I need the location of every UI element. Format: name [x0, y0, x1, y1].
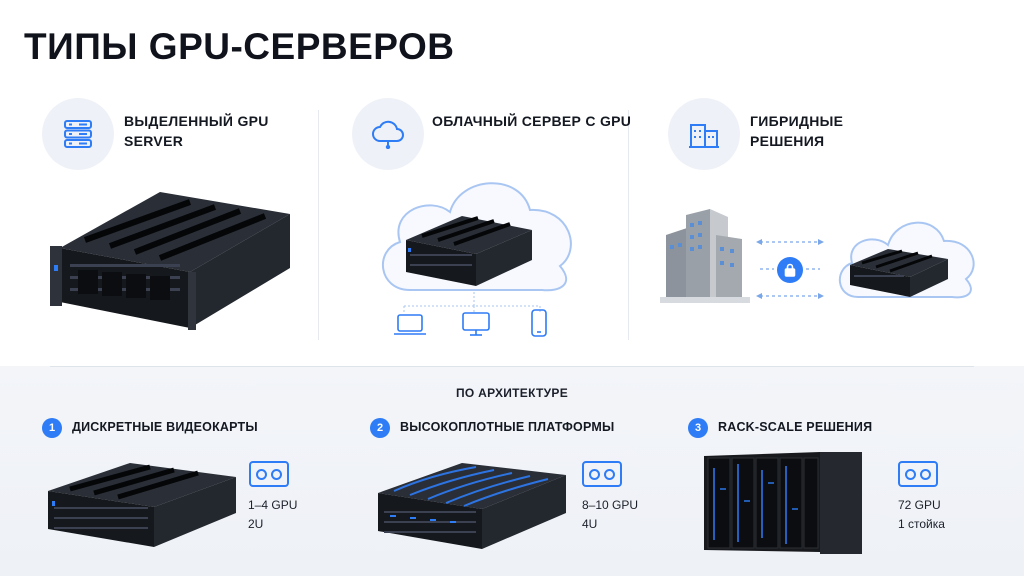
type-label-dedicated: ВЫДЕЛЕННЫЙ GPU SERVER [124, 113, 269, 149]
step-number-2: 2 [370, 418, 390, 438]
on-premise-buildings-image [660, 209, 750, 303]
page-title: ТИПЫ GPU-СЕРВЕРОВ [24, 26, 455, 67]
spec-form-factor: 4U [582, 517, 598, 531]
arch-label-discrete: ДИСКРЕТНЫЕ ВИДЕОКАРТЫ [72, 420, 258, 434]
section-divider [50, 366, 974, 367]
laptop-icon [394, 314, 426, 335]
arch-label-rack-scale: RACK-SCALE РЕШЕНИЯ [718, 420, 873, 434]
column-divider [628, 110, 629, 340]
spec-form-factor: 1 стойка [898, 517, 945, 531]
architecture-title: ПО АРХИТЕКТУРЕ [455, 386, 569, 400]
step-number-3: 3 [688, 418, 708, 438]
spec-form-factor: 2U [248, 517, 264, 531]
spec-gpu-count: 1–4 GPU [248, 498, 298, 512]
lock-icon [777, 257, 803, 283]
column-divider [318, 110, 319, 340]
spec-gpu-count: 8–10 GPU [582, 498, 639, 512]
phone-icon [531, 309, 547, 337]
type-label-cloud: ОБЛАЧНЫЙ СЕРВЕР С GPU [432, 113, 632, 129]
cloud-server-diagram [382, 182, 572, 314]
step-number-1: 1 [42, 418, 62, 438]
discrete-gpu-server-image [48, 463, 236, 547]
spec-gpu-count: 72 GPU [898, 498, 941, 512]
cloud-icon [352, 98, 424, 170]
gpu-card-icon [898, 461, 938, 487]
server-stack-icon [42, 98, 114, 170]
secure-link-arrows [756, 239, 824, 299]
hybrid-cloud-server-image [838, 221, 975, 299]
type-label-hybrid: ГИБРИДНЫЕ РЕШЕНИЯ [750, 113, 844, 149]
dedicated-server-image [50, 192, 290, 330]
buildings-icon [668, 98, 740, 170]
high-density-server-image [378, 463, 566, 549]
monitor-icon [462, 312, 490, 336]
gpu-card-icon [582, 461, 622, 487]
rack-scale-image [704, 452, 862, 554]
arch-label-high-density: ВЫСОКОПЛОТНЫЕ ПЛАТФОРМЫ [400, 420, 615, 434]
gpu-card-icon [249, 461, 289, 487]
